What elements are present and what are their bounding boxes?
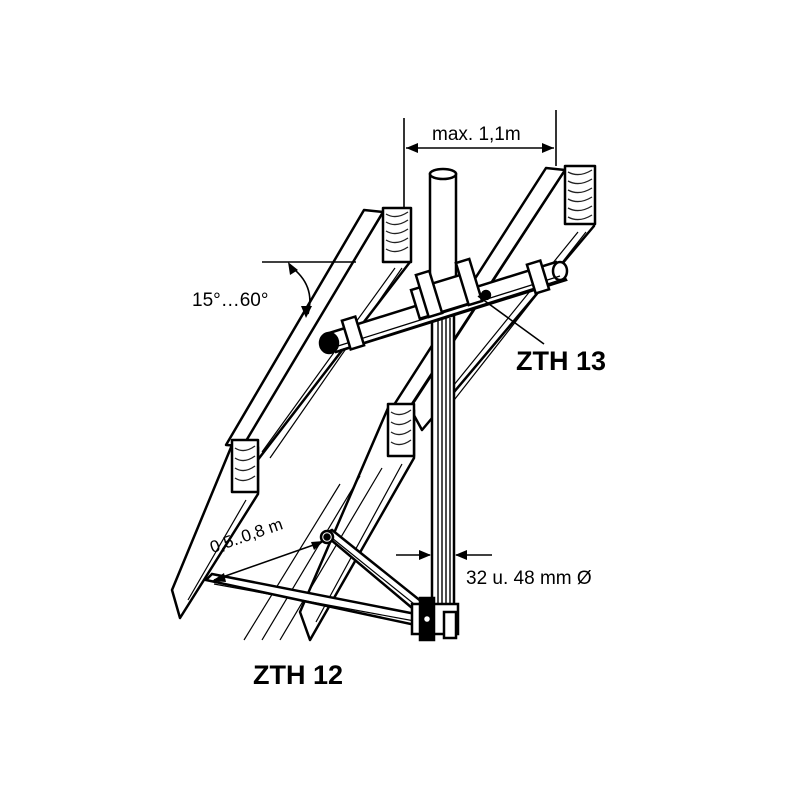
lower-bracket-zth12 bbox=[206, 530, 458, 640]
mast-top-opening bbox=[430, 169, 456, 179]
strut-arrow-right bbox=[311, 541, 324, 550]
angle-range-label: 15°…60° bbox=[192, 290, 269, 311]
diameter-dimension bbox=[396, 550, 492, 560]
mast bbox=[430, 169, 456, 616]
max-span-label: max. 1,1m bbox=[432, 124, 521, 145]
arm-clamp-right bbox=[527, 261, 549, 294]
zth13-leader-line bbox=[478, 296, 544, 344]
right-lower-rafter bbox=[244, 404, 414, 640]
mast-clamp-zth13 bbox=[411, 259, 490, 319]
left-lower-rafter bbox=[172, 440, 258, 618]
cross-arm-zth13 bbox=[320, 259, 567, 353]
diameter-arrow-left bbox=[419, 550, 431, 560]
cross-arm-end-left bbox=[320, 333, 338, 353]
mast-diameter-label: 32 u. 48 mm Ø bbox=[466, 568, 592, 589]
mast-lower bbox=[432, 300, 454, 616]
zth13-part-label: ZTH 13 bbox=[516, 346, 607, 376]
left-rafter-grain bbox=[386, 212, 408, 252]
angle-arrow-bottom bbox=[301, 306, 312, 318]
span-arrow-right bbox=[542, 143, 554, 153]
angle-dimension bbox=[262, 262, 356, 318]
mast-shading bbox=[438, 318, 450, 612]
span-dimension bbox=[404, 110, 556, 208]
left-rafter-top bbox=[226, 210, 383, 446]
span-arrow-left bbox=[406, 143, 418, 153]
left-rafter-shading bbox=[262, 268, 402, 458]
strut-arrow-left bbox=[212, 573, 226, 582]
arm-clamp-left bbox=[342, 317, 364, 350]
strut-length-dimension bbox=[212, 541, 324, 582]
right-rafter-end-grain bbox=[565, 166, 595, 224]
right-rafter-grain bbox=[568, 170, 592, 220]
bottom-mast-clamp bbox=[412, 598, 458, 640]
strut-dimension-line bbox=[214, 542, 322, 580]
angle-arrow-top bbox=[288, 262, 298, 275]
zth12-part-label: ZTH 12 bbox=[253, 660, 344, 690]
diameter-arrow-right bbox=[455, 550, 467, 560]
